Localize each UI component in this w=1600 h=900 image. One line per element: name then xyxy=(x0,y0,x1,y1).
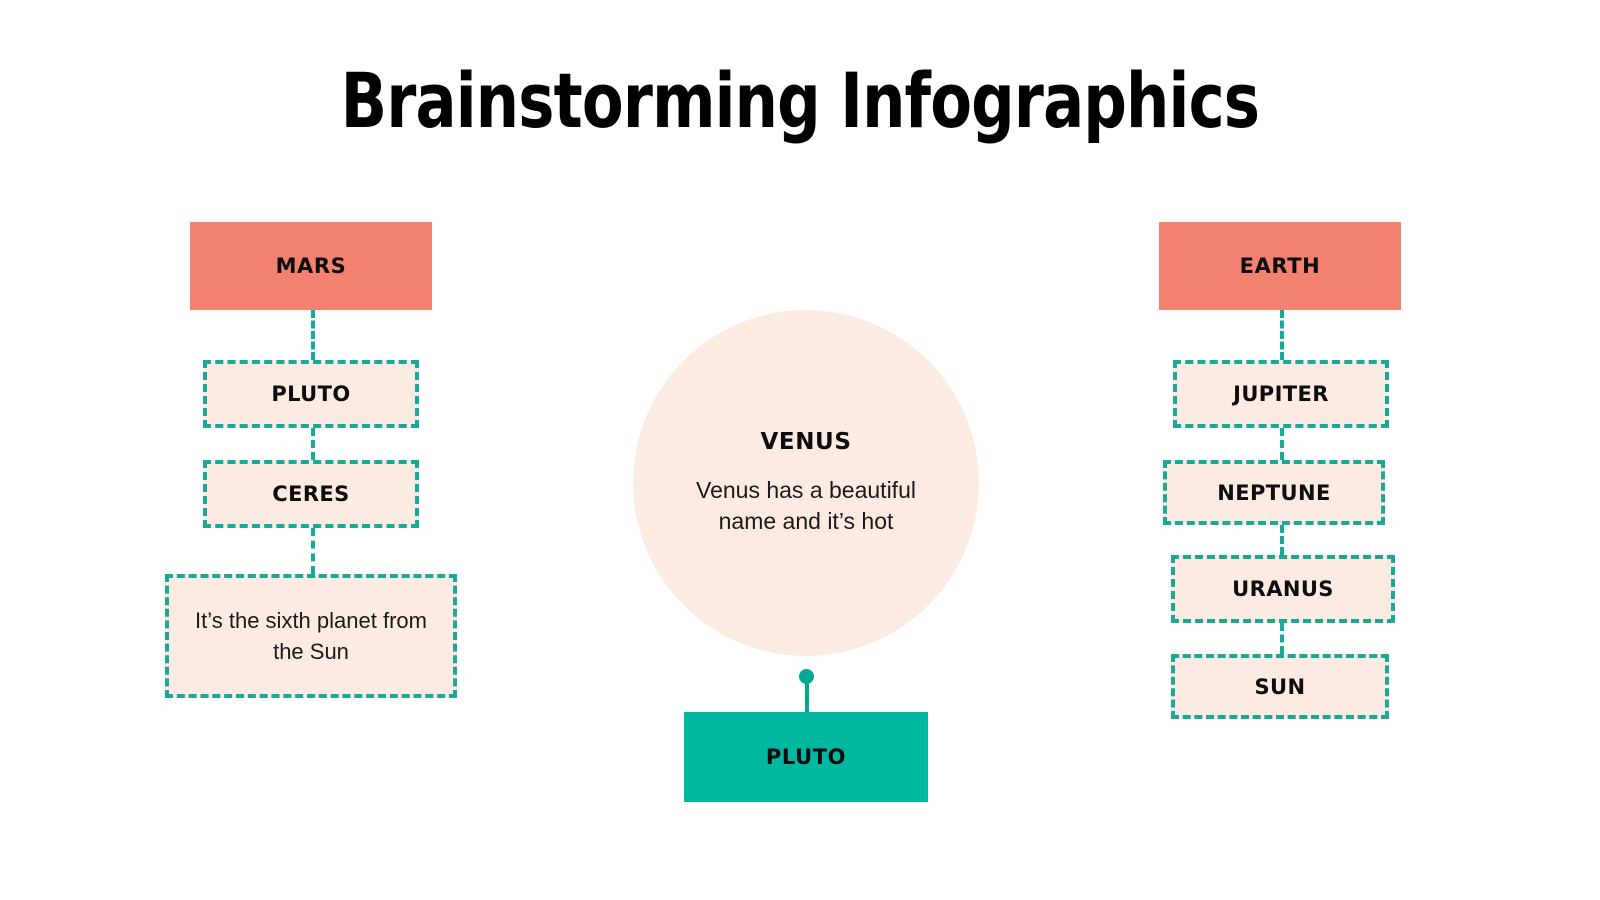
right-node-label-uranus: URANUS xyxy=(1232,577,1334,601)
right-header-label: EARTH xyxy=(1239,254,1321,278)
center-circle-venus[interactable]: VENUS Venus has a beautiful name and it’… xyxy=(633,310,979,656)
connector-earth-to-jupiter xyxy=(1280,310,1284,360)
right-node-label-jupiter: JUPITER xyxy=(1233,382,1329,406)
center-footer-box-pluto[interactable]: PLUTO xyxy=(684,712,928,802)
connector-ceres-to-note xyxy=(311,528,315,574)
center-circle-title: VENUS xyxy=(760,429,852,455)
page-title: Brainstorming Infographics xyxy=(340,56,1260,145)
connector-pluto-to-ceres xyxy=(311,428,315,460)
right-node-box-jupiter[interactable]: JUPITER xyxy=(1173,360,1389,428)
left-node-label-ceres: CERES xyxy=(272,482,350,506)
left-note-box[interactable]: It’s the sixth planet from the Sun xyxy=(165,574,457,698)
right-header-box-earth[interactable]: EARTH xyxy=(1159,222,1401,310)
right-node-box-uranus[interactable]: URANUS xyxy=(1171,555,1395,623)
left-node-box-ceres[interactable]: CERES xyxy=(203,460,419,528)
right-node-label-sun: SUN xyxy=(1254,674,1306,699)
connector-dot-icon xyxy=(799,669,814,684)
connector-jupiter-to-neptune xyxy=(1280,428,1284,460)
left-header-box-mars[interactable]: MARS xyxy=(190,222,432,310)
connector-neptune-to-uranus xyxy=(1280,525,1284,555)
connector-uranus-to-sun xyxy=(1280,623,1284,654)
connector-mars-to-pluto xyxy=(311,310,315,360)
connector-venus-to-pluto xyxy=(805,676,809,716)
right-node-label-neptune: NEPTUNE xyxy=(1217,480,1331,505)
right-node-box-sun[interactable]: SUN xyxy=(1171,654,1389,719)
left-node-label-pluto: PLUTO xyxy=(271,382,351,406)
right-node-box-neptune[interactable]: NEPTUNE xyxy=(1163,460,1385,525)
left-node-box-pluto[interactable]: PLUTO xyxy=(203,360,419,428)
left-header-label: MARS xyxy=(275,254,347,278)
center-footer-label: PLUTO xyxy=(765,745,847,769)
left-note-text: It’s the sixth planet from the Sun xyxy=(195,608,427,664)
center-circle-text: Venus has a beautiful name and it’s hot xyxy=(696,477,916,534)
